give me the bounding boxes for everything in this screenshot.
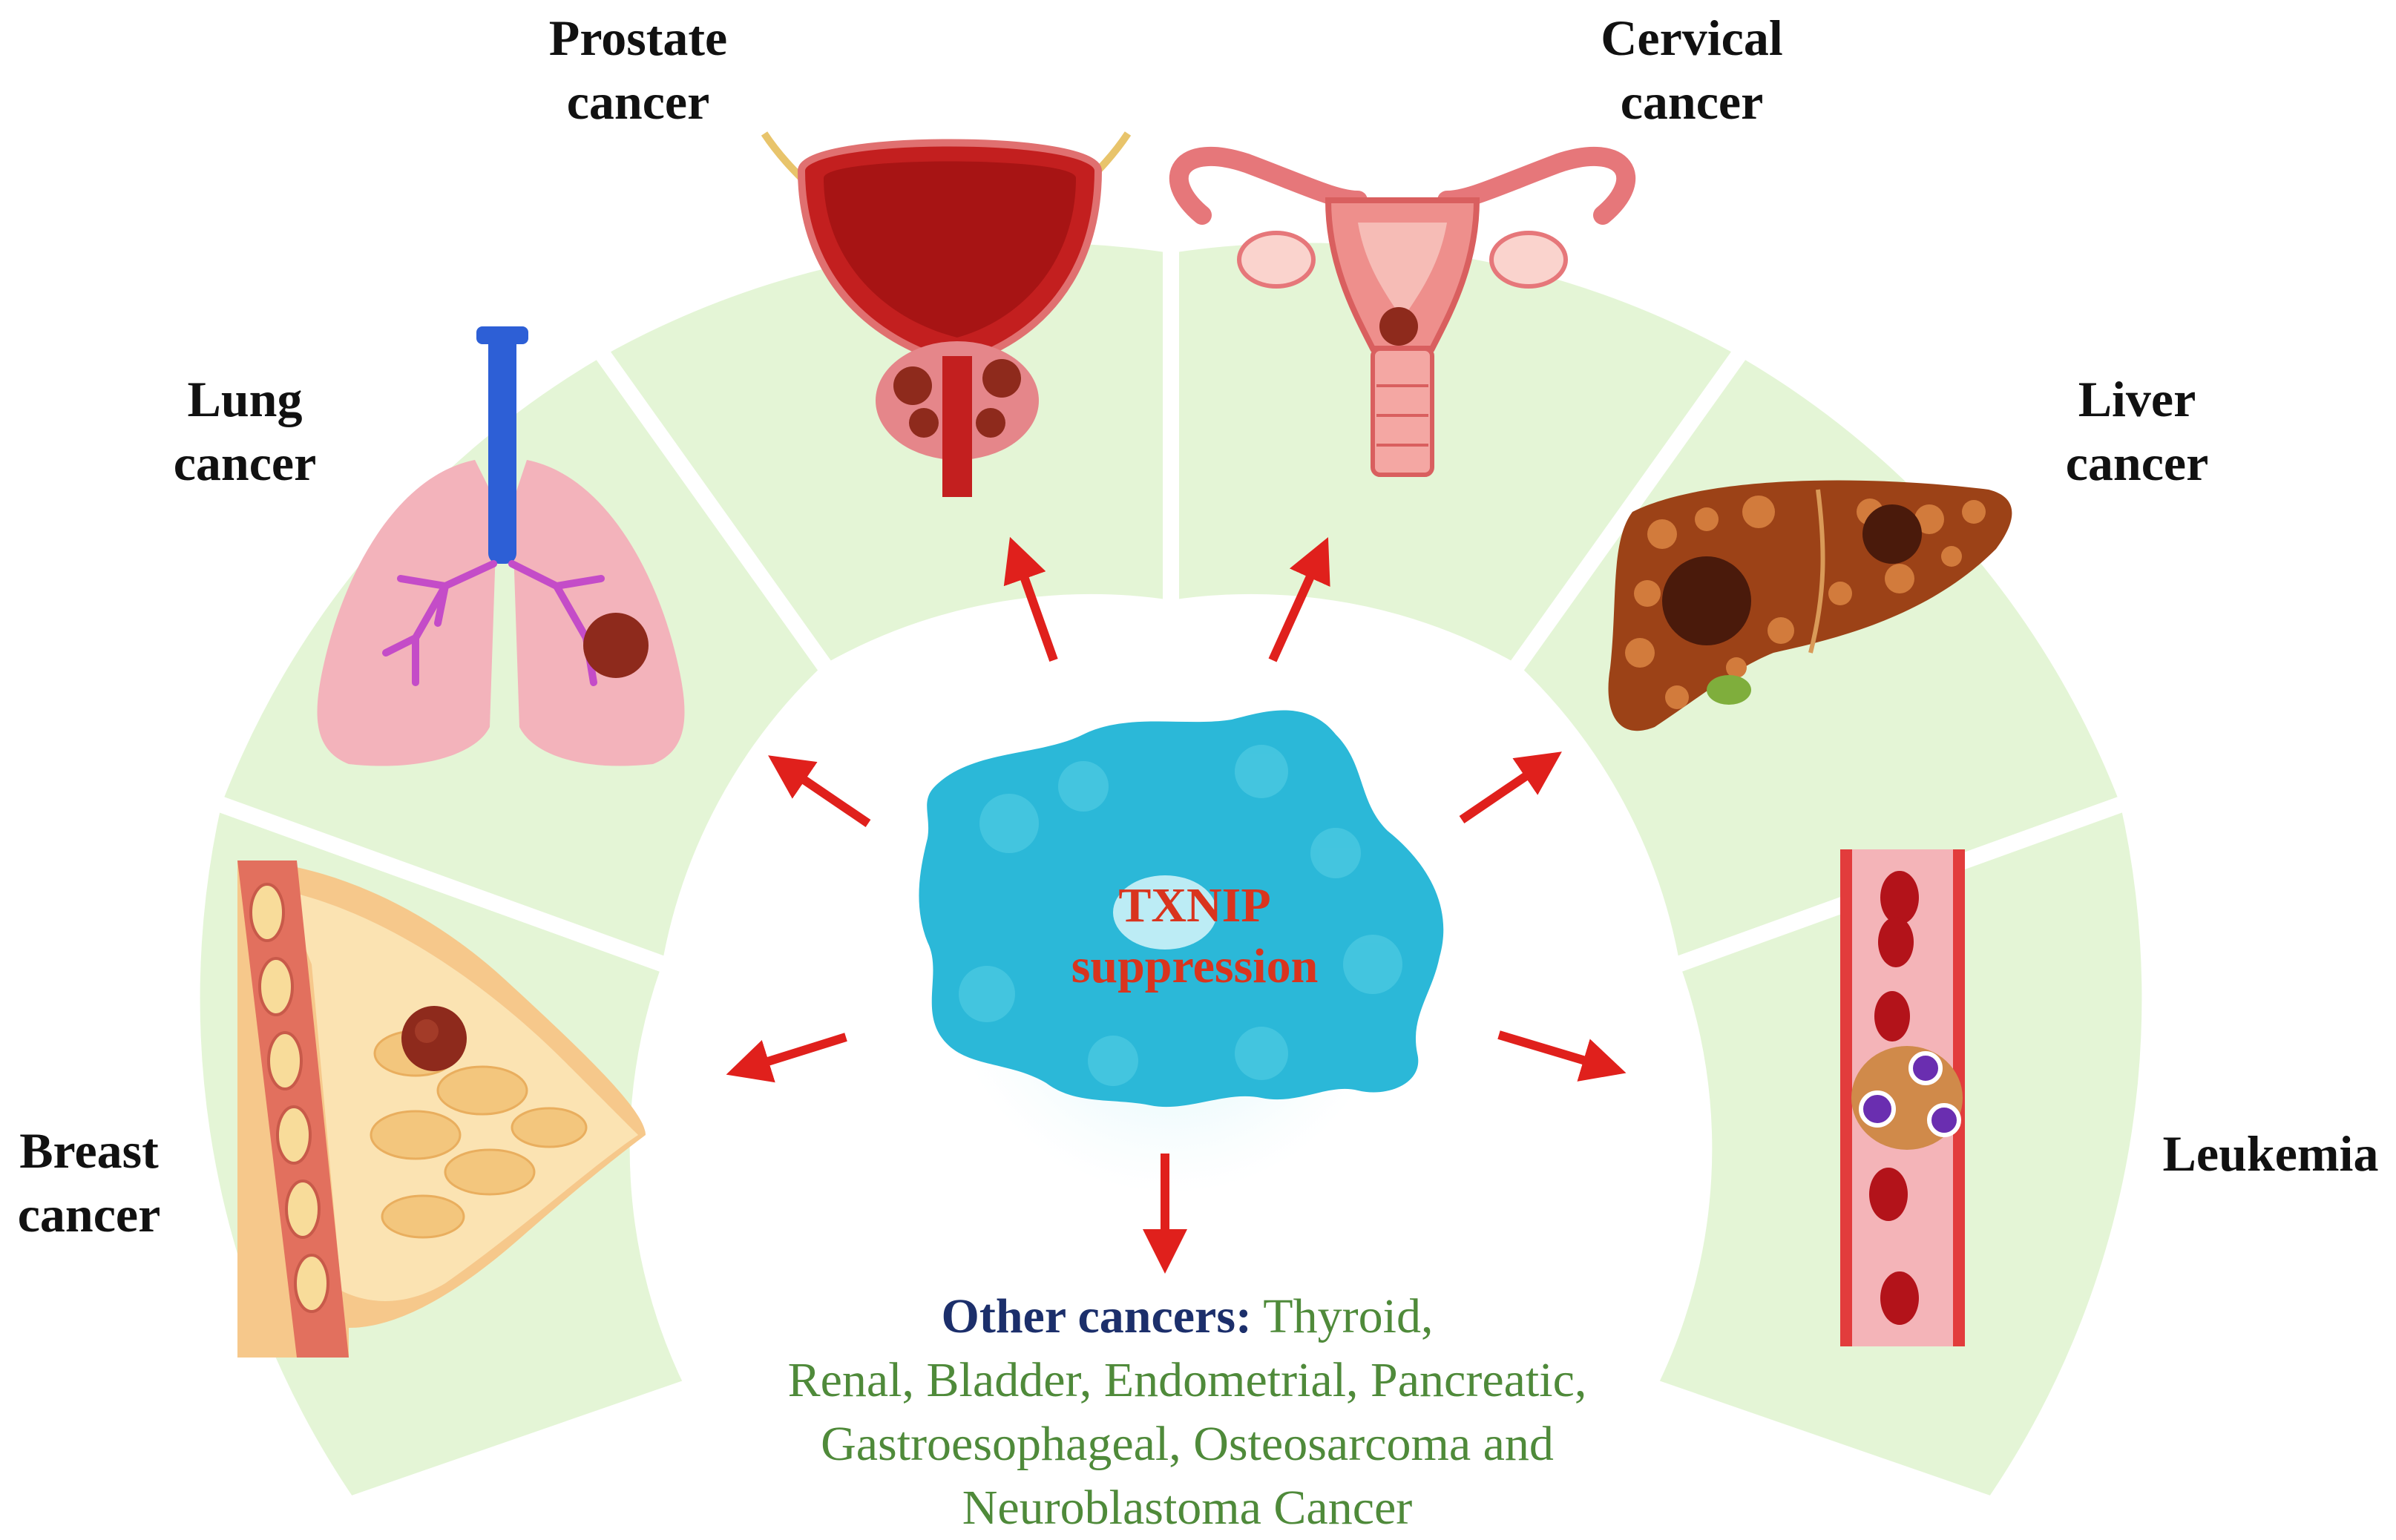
arrow-breast bbox=[726, 1033, 847, 1083]
protein-texture bbox=[959, 745, 1402, 1086]
label-cervical-line1: Cervical bbox=[1601, 10, 1783, 66]
arrow-cervical bbox=[1268, 537, 1330, 662]
other-cancers-heading: Other cancers: bbox=[941, 1289, 1252, 1343]
label-breast-cancer: Breast cancer bbox=[7, 1119, 171, 1246]
label-breast-line1: Breast bbox=[19, 1122, 159, 1179]
other-cancers-list-3: Gastroesophageal, Osteosarcoma and bbox=[821, 1417, 1554, 1471]
lung-icon bbox=[317, 326, 685, 766]
arrows bbox=[726, 536, 1627, 1274]
other-cancers-text: Other cancers: Thyroid, Renal, Bladder, … bbox=[660, 1285, 1714, 1540]
uterus-icon bbox=[1169, 147, 1636, 477]
label-cervical-line2: cancer bbox=[1620, 73, 1764, 130]
arrow-prostate bbox=[1003, 536, 1058, 662]
protein-highlight bbox=[1113, 875, 1217, 950]
center-label-line1: TXNIP bbox=[1118, 878, 1271, 932]
arrow-lung bbox=[768, 755, 871, 827]
center-label: TXNIP suppression bbox=[987, 875, 1402, 997]
breast-icon bbox=[237, 861, 646, 1358]
other-cancers-list-2: Renal, Bladder, Endometrial, Pancreatic, bbox=[787, 1353, 1587, 1407]
label-leukemia: Leukemia bbox=[2152, 1122, 2389, 1185]
arrow-liver bbox=[1459, 751, 1562, 823]
label-prostate-line2: cancer bbox=[566, 73, 710, 130]
other-cancers-list-1: Thyroid, bbox=[1252, 1289, 1434, 1343]
label-liver-line2: cancer bbox=[2065, 435, 2209, 491]
arrow-leukemia bbox=[1497, 1030, 1627, 1082]
blood-vessel-icon bbox=[1840, 849, 1965, 1346]
label-cervical-cancer: Cervical cancer bbox=[1581, 6, 1803, 134]
liver-icon bbox=[1608, 480, 2012, 731]
label-prostate-line1: Prostate bbox=[548, 10, 728, 66]
label-lung-line1: Lung bbox=[187, 371, 303, 427]
other-cancers-list-4: Neuroblastoma Cancer bbox=[962, 1481, 1413, 1535]
label-lung-line2: cancer bbox=[173, 435, 317, 491]
label-liver-cancer: Liver cancer bbox=[2048, 367, 2226, 495]
label-liver-line1: Liver bbox=[2078, 371, 2196, 427]
label-breast-line2: cancer bbox=[17, 1186, 161, 1243]
label-prostate-cancer: Prostate cancer bbox=[534, 6, 742, 134]
label-lung-cancer: Lung cancer bbox=[156, 367, 334, 495]
other-cancers-line1: Other cancers: Thyroid, bbox=[660, 1285, 1714, 1349]
label-leukemia-line1: Leukemia bbox=[2162, 1125, 2379, 1182]
prostate-icon bbox=[761, 131, 1132, 497]
center-label-line2: suppression bbox=[1071, 939, 1319, 993]
